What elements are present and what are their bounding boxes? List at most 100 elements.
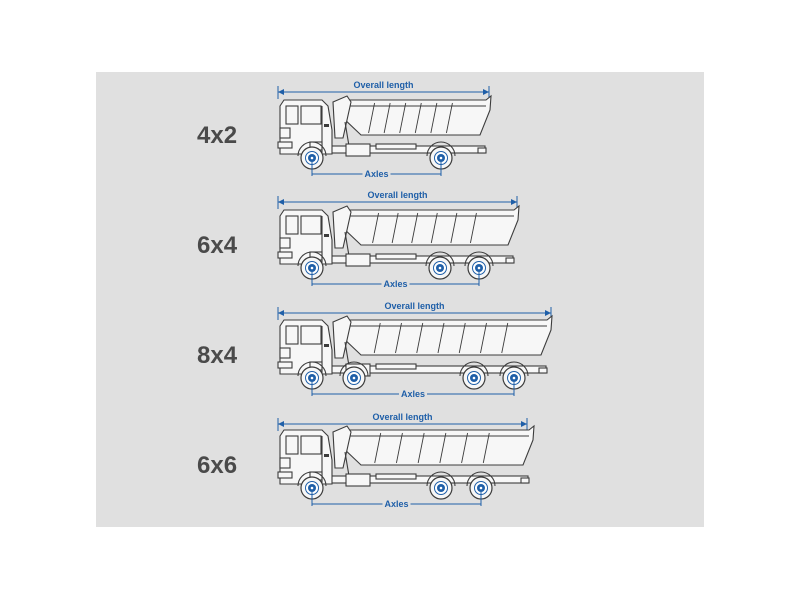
bed-rib (430, 212, 438, 244)
dump-bed (340, 314, 553, 356)
door-handle (324, 454, 329, 457)
wheel-arch (297, 141, 327, 157)
wheel (425, 251, 455, 280)
overall-length-label: Overall length (353, 80, 413, 90)
hub-center (439, 486, 443, 490)
bed-rib (501, 322, 509, 354)
rear-light (505, 257, 515, 264)
arrow-right-icon (545, 310, 551, 316)
fuel-tank (345, 253, 371, 267)
grille (279, 457, 291, 469)
truck-body (277, 94, 492, 170)
arrow-right-icon (521, 421, 527, 427)
bed-rib (437, 322, 445, 354)
bed-rib (430, 102, 438, 134)
hub-center (512, 376, 516, 380)
cab-side-window (300, 435, 322, 455)
bed-rib (439, 432, 447, 464)
overall-length-dimension: Overall length (277, 301, 552, 320)
truck-body (277, 314, 553, 390)
tool-box (375, 473, 417, 480)
axles-dimension: Axles (311, 382, 515, 399)
hub-center (438, 266, 442, 270)
bumper (277, 471, 293, 479)
overall-length-dimension: Overall length (277, 190, 518, 209)
tool-box (375, 143, 417, 150)
bed-rib (414, 102, 422, 134)
cab (277, 99, 333, 155)
cab-side-window (300, 215, 322, 235)
tool-box (375, 363, 417, 370)
hydraulic-ram (344, 341, 350, 367)
door-handle (324, 234, 329, 237)
axles-label: Axles (401, 389, 425, 399)
hub-center (472, 376, 476, 380)
truck-body (277, 424, 535, 500)
bed-rib (469, 212, 477, 244)
wheel-arch (459, 361, 489, 377)
door-handle (324, 344, 329, 347)
arrow-right-icon (483, 89, 489, 95)
bed-rib (372, 212, 380, 244)
wheel-arch (466, 471, 496, 487)
headboard (332, 425, 352, 469)
wheel (339, 361, 369, 390)
overall-length-dimension: Overall length (277, 80, 490, 99)
bed-rib (395, 322, 402, 354)
overall-length-label: Overall length (372, 412, 432, 422)
arrow-left-icon (278, 199, 284, 205)
wheel (426, 141, 456, 170)
bed-rib (399, 102, 407, 134)
hydraulic-ram (344, 451, 350, 477)
rear-light (538, 367, 548, 374)
config-label: 4x2 (197, 122, 237, 149)
config-label: 6x6 (197, 452, 237, 479)
wheel-arch (499, 361, 529, 377)
wheel-arch (464, 251, 494, 267)
bed-rib (445, 102, 453, 134)
cab (277, 429, 333, 485)
cab-side-window (300, 325, 322, 345)
tool-box (375, 253, 417, 260)
bed-rib (482, 432, 490, 464)
headboard (332, 315, 352, 359)
hub-center (439, 156, 443, 160)
hub-center (352, 376, 356, 380)
axles-dimension: Axles (311, 492, 482, 509)
axles-label: Axles (364, 169, 388, 179)
bed-rib (368, 102, 376, 134)
bed-rib (374, 432, 382, 464)
fuel-tank (345, 143, 371, 157)
cab (277, 319, 333, 375)
hub-center (477, 266, 481, 270)
grille (279, 127, 291, 139)
bed-rib (383, 102, 391, 134)
arrow-right-icon (511, 199, 517, 205)
bed-rib (458, 322, 466, 354)
bed-rib (416, 322, 424, 354)
wheel (297, 251, 327, 280)
bed-rib (450, 212, 458, 244)
axles-dimension: Axles (311, 272, 480, 289)
truck-body (277, 204, 520, 280)
bed-rib (480, 322, 487, 354)
cab-front-window (285, 215, 299, 235)
arrow-left-icon (278, 89, 284, 95)
bed-rib (461, 432, 469, 464)
overall-length-dimension: Overall length (277, 412, 528, 431)
wheel (459, 361, 489, 390)
wheel-arch (297, 361, 327, 377)
rear-light (477, 147, 487, 154)
axles-label: Axles (383, 279, 407, 289)
headboard (332, 205, 352, 249)
bumper (277, 251, 293, 259)
bumper (277, 141, 293, 149)
dump-bed (340, 204, 520, 246)
cab (277, 209, 333, 265)
config-label: 6x4 (197, 232, 238, 259)
wheel (499, 361, 529, 390)
hub-center (310, 376, 314, 380)
